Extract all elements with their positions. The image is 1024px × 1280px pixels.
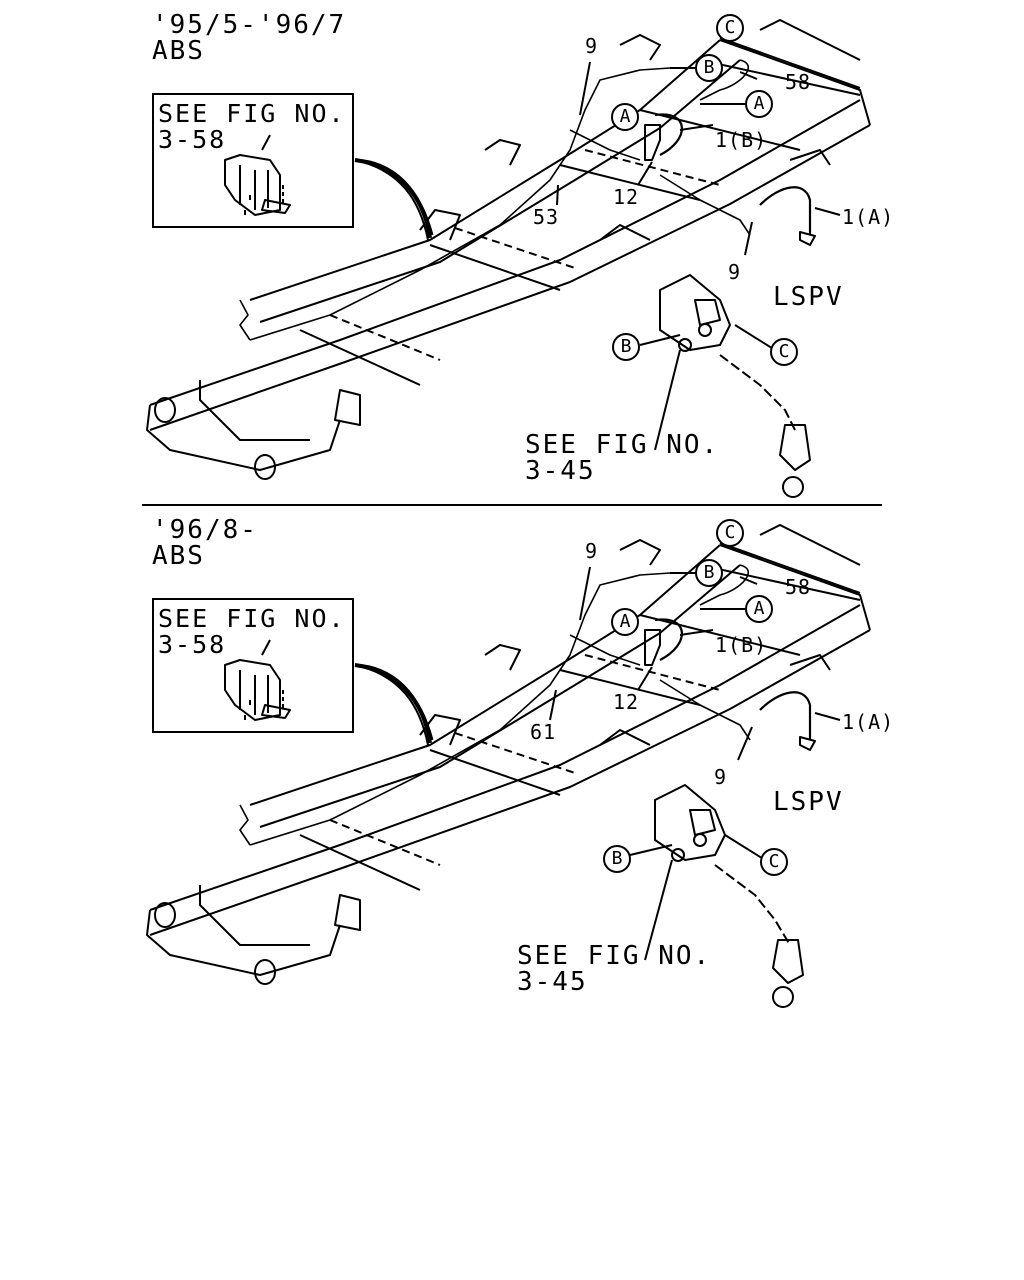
see-fig-inset-label: SEE FIG NO. [158, 99, 346, 128]
connector-a-marker-right: A [745, 595, 773, 623]
callout-part-12: 12 [613, 690, 640, 714]
see-fig-inset-box: SEE FIG NO. 3-58 [152, 598, 354, 733]
connector-a-marker-left: A [611, 103, 639, 131]
callout-part-58: 58 [785, 575, 812, 599]
date-range-label: '95/5-'96/7 [152, 10, 347, 40]
callout-part-1a: 1(A) [842, 205, 895, 229]
connector-a-marker-right: A [745, 90, 773, 118]
see-fig-bottom-label: SEE FIG NO. [517, 941, 712, 971]
callout-part-pipe: 61 [530, 720, 557, 744]
callout-part-9-upper: 9 [585, 34, 599, 58]
system-label: ABS [152, 541, 205, 571]
connector-b-marker-lspv: B [603, 845, 631, 873]
diagram-panel-2: '96/8- ABS SEE FIG NO. 3-58 SEE FIG NO. … [0, 505, 1024, 1010]
connector-c-marker-top: C [716, 14, 744, 42]
panel-divider [142, 504, 882, 506]
callout-part-9-upper: 9 [585, 539, 599, 563]
connector-b-marker-top: B [695, 559, 723, 587]
chassis-frame-drawing [146, 524, 871, 1008]
connector-b-marker-lspv: B [612, 333, 640, 361]
chassis-frame-drawing [146, 19, 871, 498]
callout-part-12: 12 [613, 185, 640, 209]
callout-part-58: 58 [785, 70, 812, 94]
connector-c-marker-top: C [716, 519, 744, 547]
system-label: ABS [152, 36, 205, 66]
see-fig-inset-number: 3-58 [158, 125, 227, 154]
date-range-label: '96/8- [152, 515, 258, 545]
see-fig-bottom-number: 3-45 [525, 456, 596, 486]
connector-b-marker-top: B [695, 54, 723, 82]
see-fig-inset-number: 3-58 [158, 630, 227, 659]
diagram-panel-1: '95/5-'96/7 ABS SEE FIG NO. 3-58 SEE FIG… [0, 0, 1024, 505]
see-fig-inset-label: SEE FIG NO. [158, 604, 346, 633]
callout-part-1b: 1(B) [715, 128, 768, 152]
lspv-label: LSPV [773, 282, 844, 312]
see-fig-bottom-label: SEE FIG NO. [525, 430, 720, 460]
callout-part-9-lower: 9 [728, 260, 742, 284]
see-fig-bottom-number: 3-45 [517, 967, 588, 997]
callout-part-1a: 1(A) [842, 710, 895, 734]
connector-a-marker-left: A [611, 608, 639, 636]
connector-c-marker-lspv: C [760, 848, 788, 876]
lspv-label: LSPV [773, 787, 844, 817]
callout-part-1b: 1(B) [715, 633, 768, 657]
connector-c-marker-lspv: C [770, 338, 798, 366]
callout-part-9-lower: 9 [714, 765, 728, 789]
callout-part-pipe: 53 [533, 205, 560, 229]
see-fig-inset-box: SEE FIG NO. 3-58 [152, 93, 354, 228]
